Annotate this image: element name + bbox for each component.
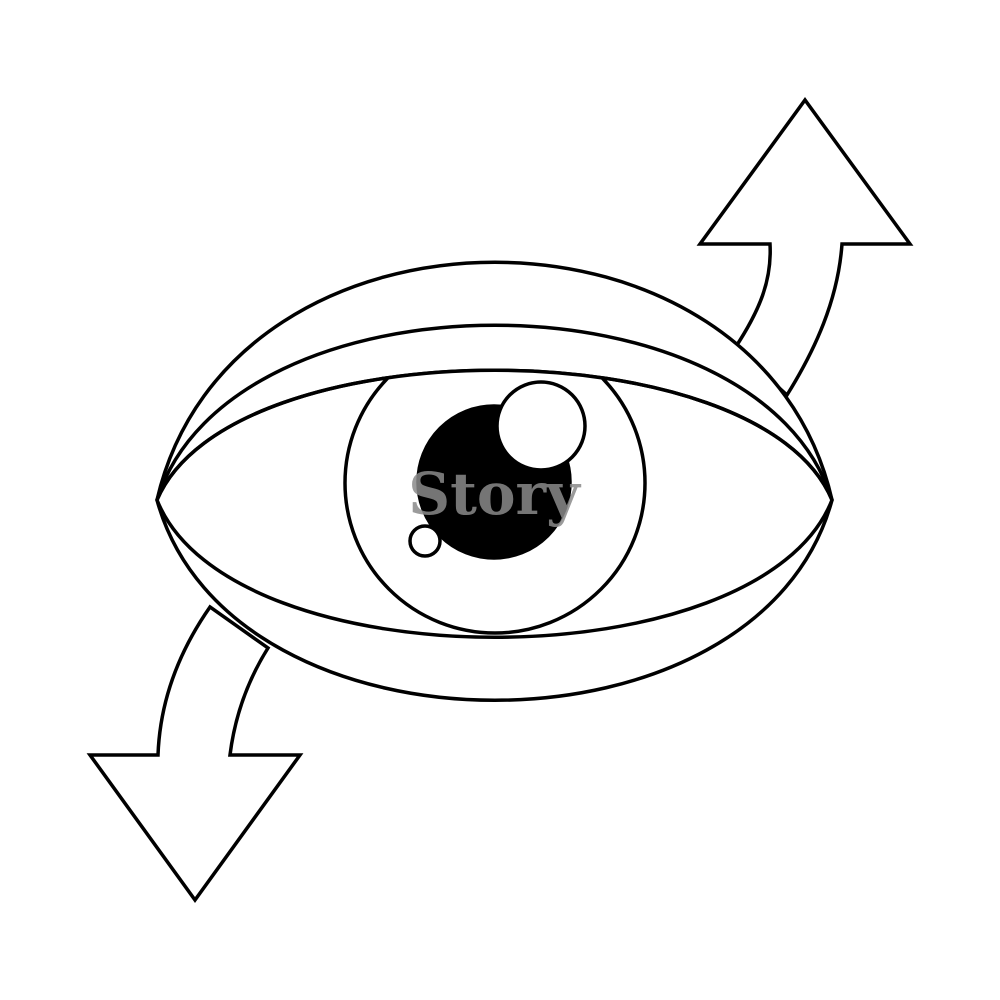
small-highlight	[408, 524, 442, 558]
arrow-down-left-icon	[86, 604, 304, 903]
watermark: Story	[408, 460, 582, 528]
arrow-up-right-icon	[696, 97, 914, 398]
large-highlight	[495, 380, 587, 472]
upper-eyelid	[155, 323, 834, 501]
